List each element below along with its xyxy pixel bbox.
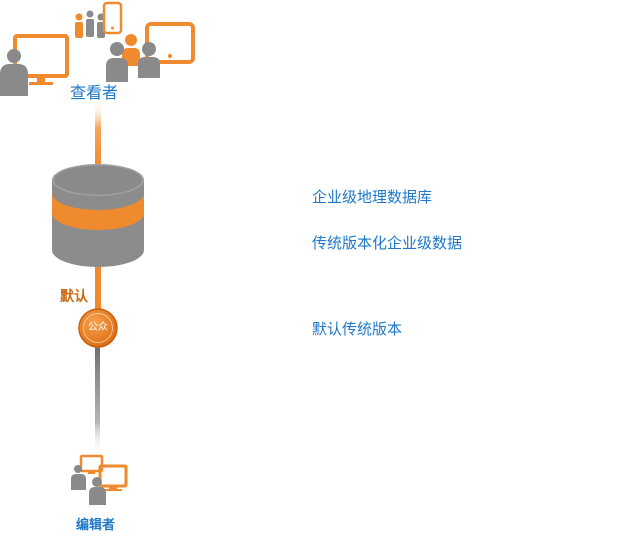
public-version-badge (78, 308, 118, 348)
viewer-connector-line (95, 100, 101, 170)
default-connector-line (95, 262, 101, 312)
default-version-label: 默认 (60, 289, 88, 305)
editor-label: 编辑者 (76, 518, 116, 533)
public-version-label: 公众 (88, 322, 108, 333)
description-enterprise-geodatabase: 企业级地理数据库 (312, 188, 433, 206)
editor-group-icon (71, 454, 128, 505)
enterprise-geodatabase-icon (52, 164, 144, 267)
description-traditional-versioned-data: 传统版本化企业级数据 (312, 234, 463, 252)
description-default-traditional-version: 默认传统版本 (312, 320, 403, 338)
editor-connector-line (95, 345, 100, 455)
viewer-group-icon (0, 1, 195, 96)
viewer-label: 查看者 (70, 83, 119, 102)
